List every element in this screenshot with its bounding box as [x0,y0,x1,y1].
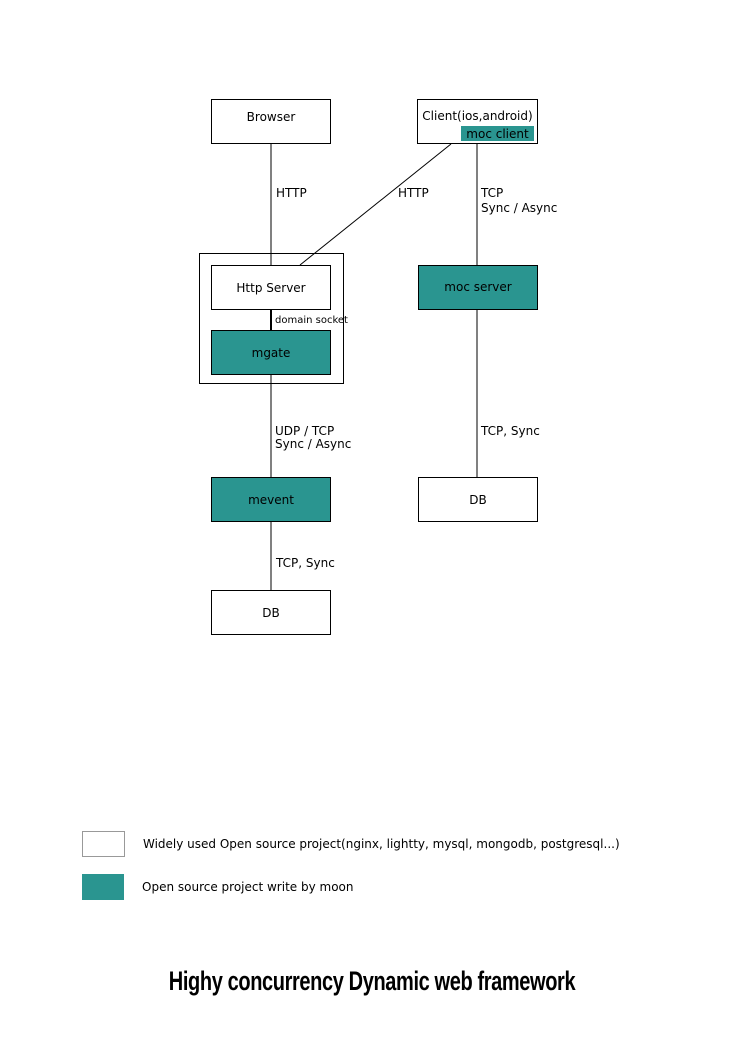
browser-http-label: HTTP [276,186,307,200]
moc-server-node: moc server [418,265,538,310]
domain-socket-label: domain socket [275,315,348,326]
mgate-udp-label: UDP / TCP [275,424,335,438]
moc-client-node: moc client [461,126,534,141]
legend-text-moon: Open source project write by moon [142,880,354,894]
moc-client-label: moc client [466,126,529,141]
mevent-label: mevent [248,492,294,507]
client-sync-label: Sync / Async [481,201,558,215]
db-right-node: DB [418,477,538,522]
browser-node: Browser [211,99,331,144]
mevent-node: mevent [211,477,331,522]
moc-server-label: moc server [444,280,512,294]
legend-text-open-source: Widely used Open source project(nginx, l… [143,837,620,851]
db-left-label: DB [262,605,280,620]
mgate-sync-label: Sync / Async [275,437,352,451]
mgate-label: mgate [251,345,291,360]
moc-server-db-label: TCP, Sync [481,424,540,438]
legend-swatch-open-source [82,831,125,857]
server-group-container [199,253,344,384]
browser-label: Browser [246,110,296,124]
mevent-db-label: TCP, Sync [276,556,335,570]
client-label: Client(ios,android) [422,109,533,123]
db-left-node: DB [211,590,331,635]
mgate-node: mgate [211,330,331,375]
page-title: Highy concurrency Dynamic web framework [168,966,576,996]
http-server-label: Http Server [236,280,306,295]
client-to-http-server-line [299,143,452,266]
db-right-label: DB [469,492,487,507]
http-server-node: Http Server [211,265,331,310]
legend-swatch-moon [82,874,124,900]
client-http-label: HTTP [398,186,429,200]
client-tcp-label: TCP [481,186,504,200]
